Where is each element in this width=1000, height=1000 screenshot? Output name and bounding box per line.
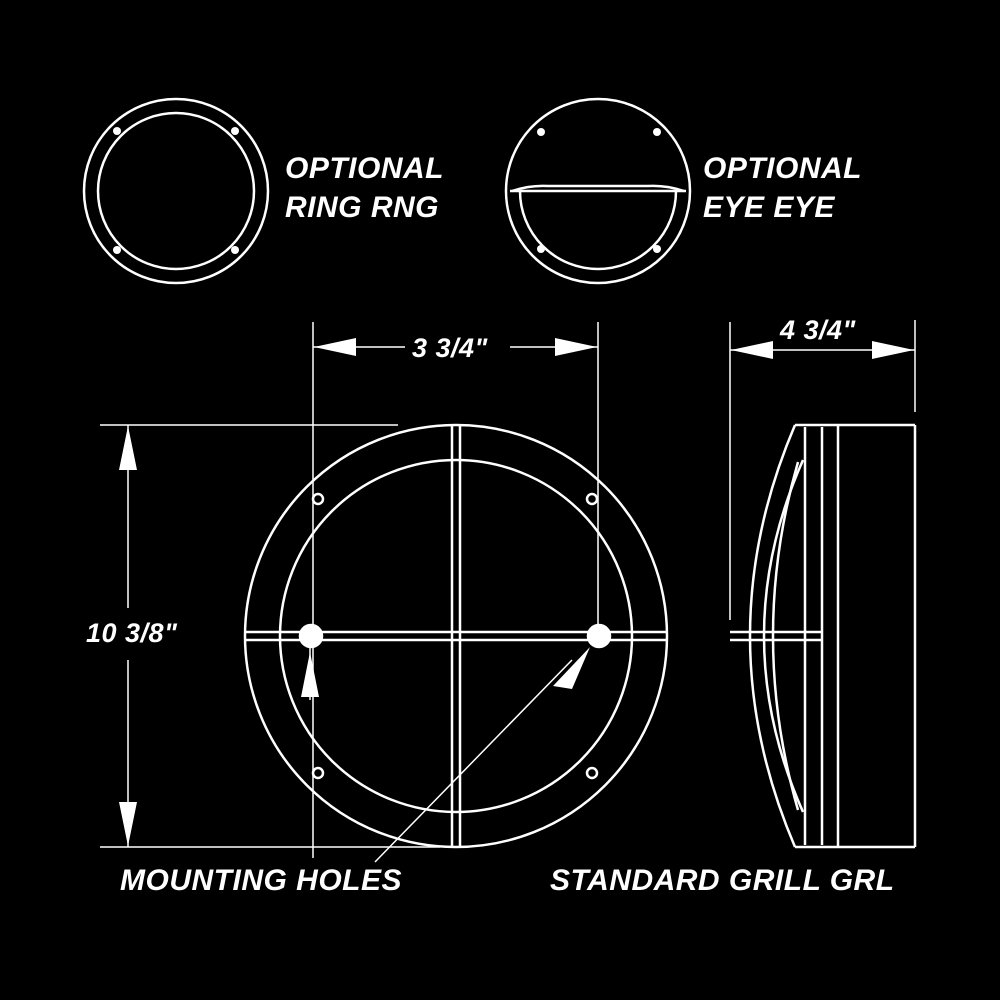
optional-eye-label-line1: OPTIONAL	[703, 152, 862, 185]
width-dimension-label: 3 3/4"	[412, 333, 488, 363]
mounting-holes-label: MOUNTING HOLES	[120, 864, 402, 897]
height-arrow-bottom	[119, 802, 137, 846]
mounting-hole-arrow-right	[553, 647, 590, 689]
height-arrow-top	[119, 426, 137, 470]
side-view-grill	[730, 423, 917, 849]
width-arrow-left	[314, 338, 356, 356]
optional-ring-drawing	[82, 97, 270, 285]
width-arrow-right	[555, 338, 597, 356]
optional-ring-holes	[113, 127, 239, 254]
optional-ring-label-line1: OPTIONAL	[285, 152, 444, 185]
optional-eye-holes	[537, 128, 661, 253]
depth-arrow-right	[872, 341, 914, 359]
mounting-hole-arrow-left	[301, 652, 319, 697]
height-dimension-label: 10 3/8"	[86, 618, 178, 648]
optional-eye-label-line2: EYE EYE	[703, 191, 835, 224]
standard-grill-label: STANDARD GRILL GRL	[550, 864, 895, 897]
depth-arrow-left	[731, 341, 773, 359]
depth-dimension-label: 4 3/4"	[780, 315, 856, 345]
optional-ring-label-line2: RING RNG	[285, 191, 439, 224]
dimension-extension-lines	[100, 320, 916, 858]
optional-eye-drawing	[504, 97, 692, 285]
front-view-mounting-holes	[298, 492, 612, 780]
